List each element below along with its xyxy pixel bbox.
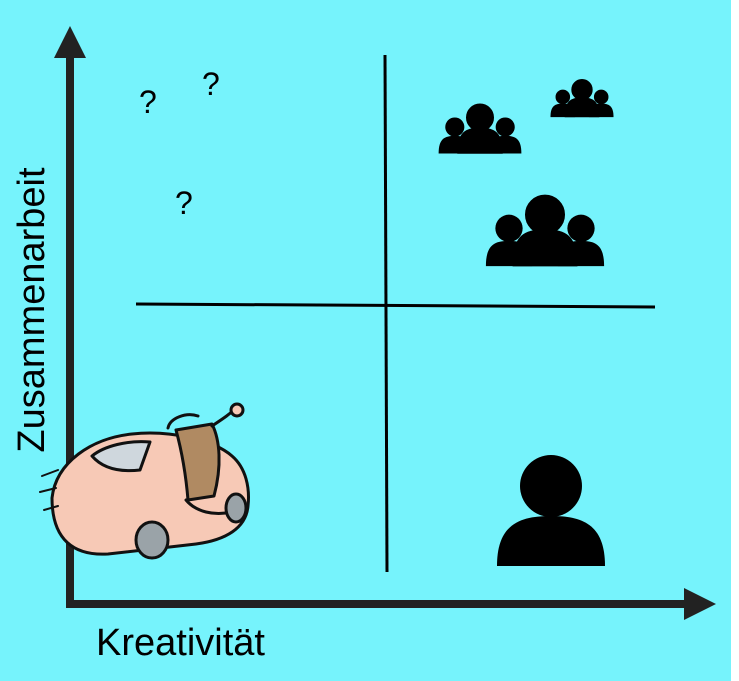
people-group-icon — [439, 80, 614, 266]
man-in-car-illustration — [39, 402, 250, 560]
y-axis-label: Zusammenarbeit — [11, 167, 53, 453]
question-mark: ? — [139, 84, 157, 120]
group-icon-small — [439, 105, 522, 154]
single-person-icon — [497, 455, 605, 566]
vertical-divider — [383, 54, 389, 573]
horizontal-divider — [135, 302, 656, 309]
question-mark: ? — [175, 185, 193, 221]
question-mark: ? — [202, 66, 220, 102]
group-icon-large — [486, 197, 604, 266]
group-icon-tiny — [550, 80, 613, 117]
x-axis — [66, 588, 716, 620]
x-axis-label: Kreativität — [96, 622, 265, 664]
